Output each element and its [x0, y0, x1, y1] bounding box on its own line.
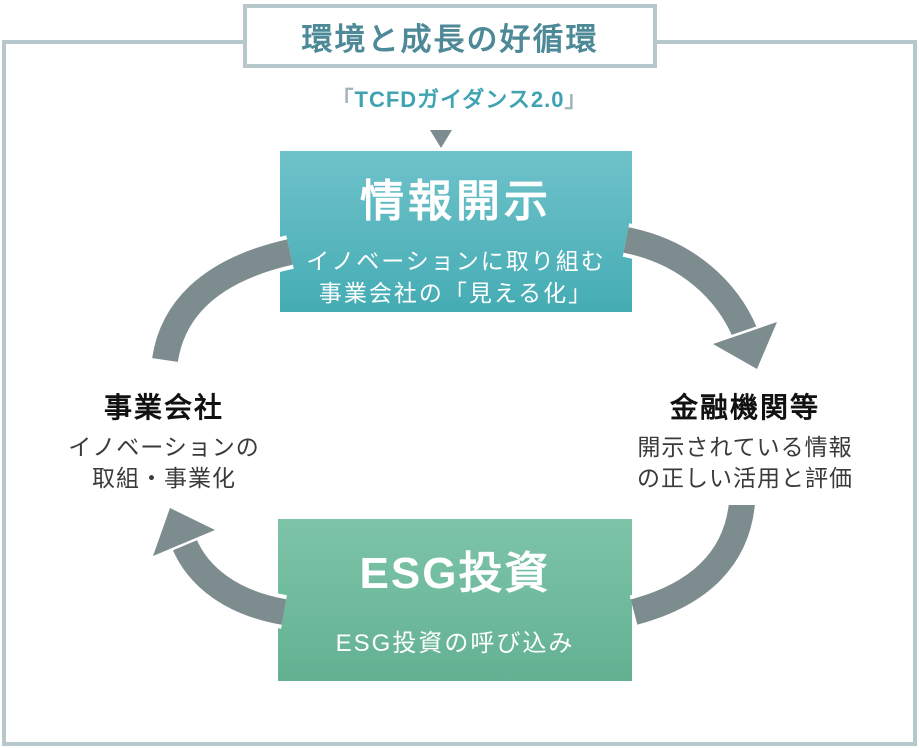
business-description: イノベーションの 取組・事業化 — [30, 432, 298, 494]
business-box: 事業会社 イノベーションの 取組・事業化 — [30, 370, 298, 505]
financial-desc-line1: 開示されている情報 — [637, 434, 853, 460]
business-title: 事業会社 — [103, 392, 224, 423]
disclosure-title: 情報開示 — [360, 177, 552, 226]
financial-description: 開示されている情報 の正しい活用と評価 — [611, 432, 879, 494]
esg-box: ESG投資 ESG投資の呼び込み — [278, 519, 632, 681]
disclosure-desc-line1: イノベーションに取り組む — [306, 248, 606, 274]
tcfd-label-text: TCFDガイダンス2.0 — [354, 87, 565, 112]
tcfd-close-bracket: 」 — [564, 87, 588, 112]
diagram-title-box: 環境と成長の好循環 — [243, 4, 657, 68]
financial-box: 金融機関等 開示されている情報 の正しい活用と評価 — [611, 370, 879, 505]
business-desc-line2: 取組・事業化 — [92, 465, 236, 491]
financial-desc-line2: の正しい活用と評価 — [637, 465, 853, 491]
diagram-title: 環境と成長の好循環 — [301, 21, 599, 57]
esg-title: ESG投資 — [359, 549, 551, 598]
disclosure-desc-line2: 事業会社の「見える化」 — [318, 280, 594, 306]
tcfd-guidance-label: 「TCFDガイダンス2.0」 — [0, 82, 919, 114]
disclosure-description: イノベーションに取り組む 事業会社の「見える化」 — [280, 245, 632, 309]
tcfd-open-bracket: 「 — [331, 87, 355, 112]
financial-title: 金融機関等 — [669, 392, 820, 423]
esg-description: ESG投資の呼び込み — [335, 630, 575, 657]
disclosure-box: 情報開示 イノベーションに取り組む 事業会社の「見える化」 — [280, 151, 632, 312]
down-arrow-icon — [430, 130, 452, 148]
business-desc-line1: イノベーションの — [68, 434, 260, 460]
